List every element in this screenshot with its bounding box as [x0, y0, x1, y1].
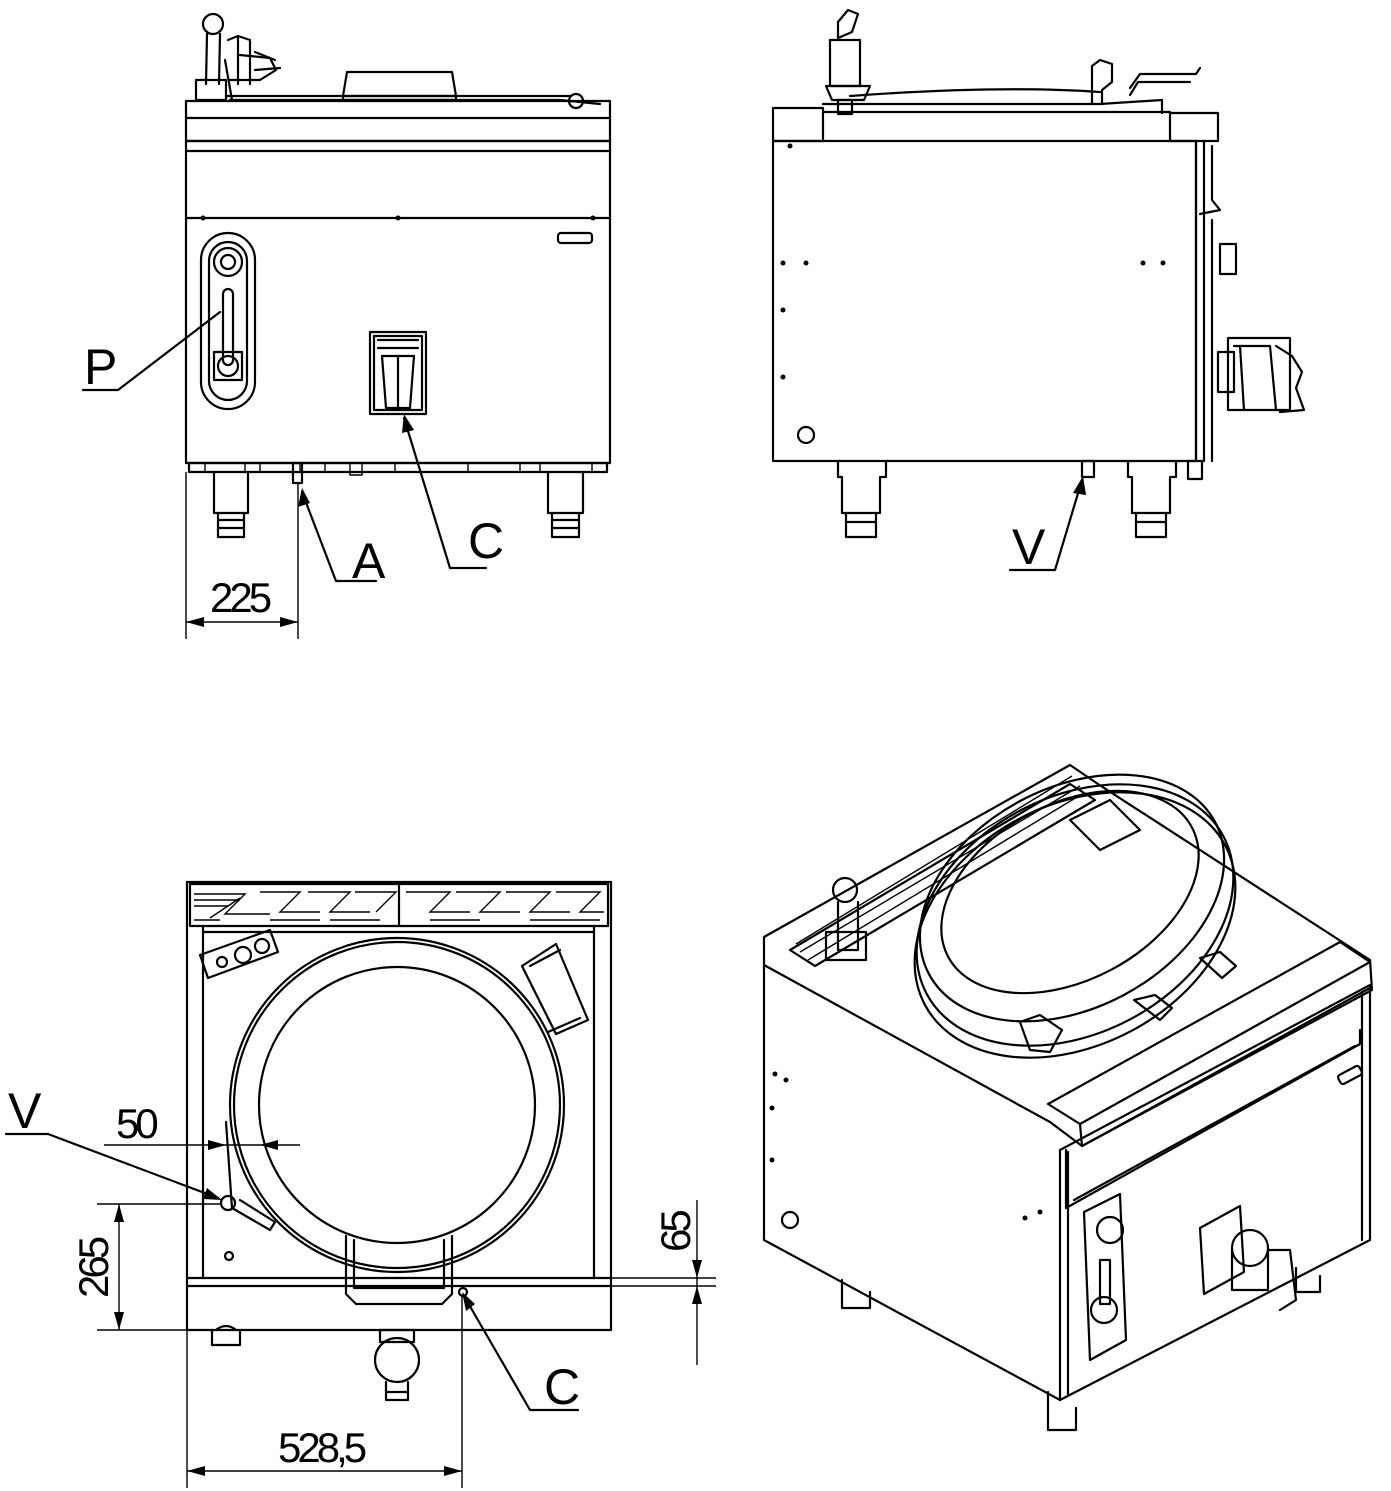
dimension-265: 265: [70, 1237, 117, 1298]
label-c-front: C: [468, 513, 504, 569]
dimension-65: 65: [652, 1211, 699, 1252]
label-a-front: A: [352, 533, 386, 589]
label-v-side: V: [1012, 519, 1046, 575]
label-c-top: C: [544, 1359, 580, 1415]
label-p-front: P: [84, 339, 117, 395]
dimension-225: 225: [210, 574, 271, 621]
front-view: [81, 12, 612, 639]
top-view: [4, 880, 716, 1488]
side-view: [771, 8, 1306, 572]
dimension-528-5: 528,5: [278, 1424, 366, 1471]
dimension-50: 50: [116, 1100, 157, 1147]
label-v-top: V: [8, 1083, 42, 1139]
isometric-view: [762, 763, 1374, 1432]
